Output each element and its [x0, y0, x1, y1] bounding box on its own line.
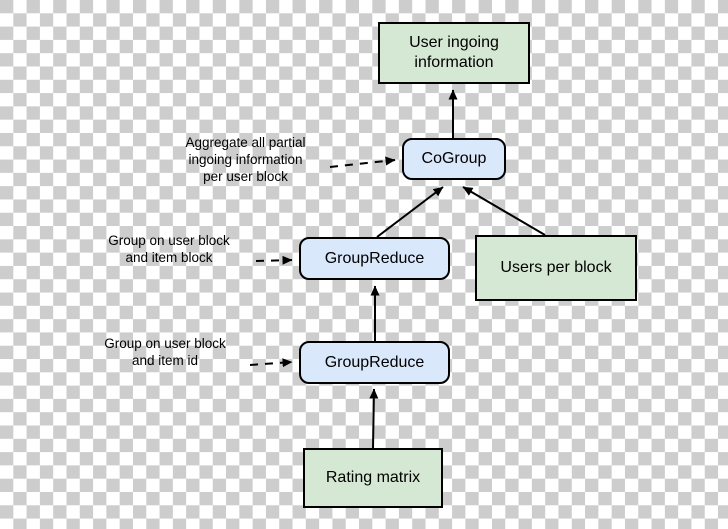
dashed-arrow-note-to-groupreduce-lower [249, 358, 293, 368]
node-groupreduce-lower-label: GroupReduce [324, 353, 425, 371]
arrow-rating-matrix-to-groupreduce-lower [369, 388, 379, 449]
annotation-cogroup: Aggregate all partial ingoing informatio… [185, 135, 306, 184]
node-groupreduce-upper-label: GroupReduce [324, 249, 425, 267]
annotation-groupreduce-upper: Group on user block and item block [108, 233, 230, 265]
node-user-ingoing-information-label: User ingoing information [409, 34, 499, 71]
node-groupreduce-upper: GroupReduce [299, 237, 450, 280]
arrow-users-per-block-to-cogroup [462, 186, 546, 236]
node-groupreduce-lower: GroupReduce [299, 341, 450, 384]
dashed-arrow-note-to-groupreduce-upper [255, 255, 293, 265]
node-users-per-block: Users per block [475, 235, 637, 301]
node-rating-matrix-label: Rating matrix [325, 469, 421, 487]
node-user-ingoing-information: User ingoing information [378, 22, 530, 84]
dashed-arrow-note-to-cogroup [329, 156, 396, 168]
node-users-per-block-label: Users per block [500, 259, 612, 277]
arrow-groupreduce-upper-to-cogroup [376, 186, 444, 238]
node-cogroup: CoGroup [402, 138, 506, 180]
node-cogroup-label: CoGroup [421, 150, 487, 168]
node-rating-matrix: Rating matrix [303, 448, 443, 508]
annotation-groupreduce-lower: Group on user block and item id [104, 336, 226, 368]
